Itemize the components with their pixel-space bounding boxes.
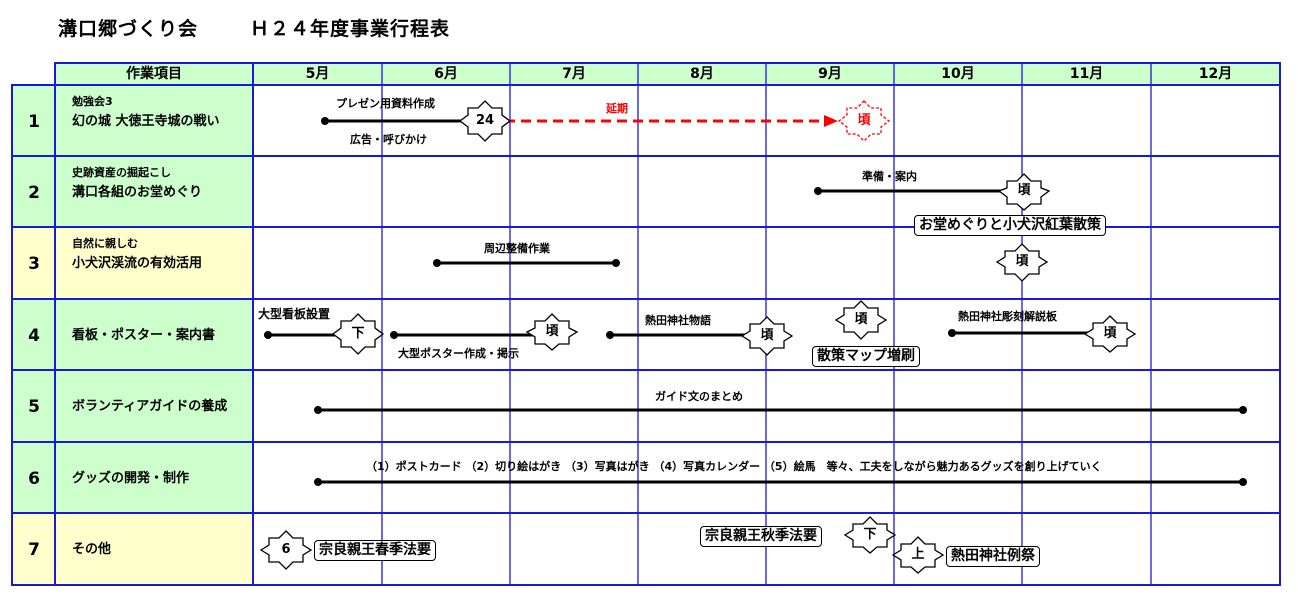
event-box-reisai: 熱田神社例祭 — [946, 546, 1040, 567]
label-oogata-kanban: 大型看板設置 — [258, 307, 331, 321]
badge-koro-row4c: 頃 — [854, 312, 868, 327]
badge-shape-6 — [259, 530, 313, 570]
label-goods: （1）ポストカード （2）切り絵はがき （3）写真はがき （4）写真カレンダー … — [366, 460, 1102, 473]
badge-shape-koro-r4c — [834, 300, 888, 340]
event-box-sansaku: 散策マップ増刷 — [812, 346, 920, 367]
task-3-line2: 小犬沢渓流の有効活用 — [72, 256, 203, 271]
badge-shape-24 — [458, 100, 512, 142]
header-month-8: 8月 — [690, 66, 714, 82]
badge-koro-row4b: 頃 — [760, 328, 774, 343]
task-7-label: その他 — [72, 542, 112, 557]
header-month-7: 7月 — [562, 66, 586, 82]
event-box-shuki: 宗良親王秋季法要 — [700, 526, 822, 547]
num-fill-7 — [12, 513, 55, 585]
row-number-6: 6 — [28, 469, 40, 489]
org-title: 溝口郷づくり会 — [58, 18, 199, 40]
row-number-4: 4 — [28, 326, 40, 346]
task-4-label: 看板・ポスター・案内書 — [72, 328, 216, 343]
row-number-7: 7 — [28, 540, 40, 560]
badge-6: 6 — [281, 542, 291, 557]
badge-shape-koro-r4d — [1083, 315, 1137, 353]
schedule-title: Ｈ２４年度事業行程表 — [250, 18, 451, 40]
row-number-1: 1 — [28, 112, 40, 132]
badge-shapes — [259, 100, 1137, 574]
schedule-bars — [268, 119, 1243, 484]
task-fill-1 — [55, 85, 253, 156]
row-number-5: 5 — [28, 397, 40, 417]
badge-koro-row4a: 頃 — [545, 324, 559, 339]
badge-shape-koro-r4a — [525, 313, 579, 351]
label-koukoku: 広告・呼びかけ — [350, 133, 427, 146]
task-3-line1: 自然に親しむ — [72, 237, 138, 250]
badge-shimo-row7: 下 — [863, 527, 877, 542]
label-junbi: 準備・案内 — [862, 170, 917, 183]
grid-lines — [11, 62, 1281, 586]
task-5-label: ボランティアガイドの養成 — [72, 399, 228, 414]
header-month-11: 11月 — [1069, 66, 1104, 82]
header-month-6: 6月 — [434, 66, 458, 82]
badge-kami: 上 — [911, 547, 925, 562]
badge-shape-kami — [891, 536, 945, 574]
task-fill-7 — [55, 513, 253, 585]
task-fill-5 — [55, 370, 253, 442]
badge-koro-row2: 頃 — [1017, 183, 1031, 198]
badge-shape-koro-r4b — [740, 316, 794, 356]
label-presen: プレゼン用資料作成 — [336, 97, 435, 110]
task-fill-3 — [55, 227, 253, 299]
task-6-label: グッズの開発・制作 — [72, 471, 190, 486]
badge-shape-shimo-r4 — [331, 313, 385, 355]
label-guide: ガイド文のまとめ — [655, 390, 743, 403]
numbers-fill — [12, 85, 55, 585]
task-2-line1: 史跡資産の掘起こし — [72, 166, 171, 179]
event-box-odou: お堂めぐりと小犬沢紅葉散策 — [914, 215, 1106, 236]
label-enki: 延期 — [606, 102, 628, 115]
row-number-2: 2 — [28, 183, 40, 203]
badge-shape-koro-r3 — [995, 243, 1049, 282]
badge-shape-shimo-r7 — [843, 516, 897, 554]
label-atsuta-choukoku: 熱田神社彫刻解説板 — [958, 310, 1057, 323]
delay-arrow — [505, 115, 838, 127]
header-fill — [55, 63, 1280, 85]
header-month-5: 5月 — [305, 66, 330, 82]
num-fill-3 — [12, 227, 55, 299]
badge-koro-row1: 頃 — [857, 113, 871, 128]
task-1-line1: 勉強会3 — [72, 95, 113, 108]
badge-koro-row3: 頃 — [1015, 254, 1029, 269]
header-task-column: 作業項目 — [126, 66, 182, 82]
label-atsuta-monogatari: 熱田神社物語 — [645, 314, 711, 327]
header-month-12: 12月 — [1198, 66, 1233, 82]
badge-shimo-row4: 下 — [351, 326, 365, 341]
task-1-line2: 幻の城 大徳王寺城の戦い — [72, 114, 220, 129]
badge-24: 24 — [475, 113, 495, 128]
bar-start-dots — [264, 117, 1247, 486]
header-month-10: 10月 — [941, 66, 975, 82]
event-box-shunki: 宗良親王春季法要 — [314, 540, 436, 561]
task-fill-4 — [55, 299, 253, 370]
row-number-3: 3 — [28, 254, 40, 274]
label-oogata-poster: 大型ポスター作成・掲示 — [398, 347, 519, 360]
header-month-9: 9月 — [818, 66, 842, 82]
badge-shape-koro-r1 — [837, 100, 891, 142]
label-shuhen: 周辺整備作業 — [484, 242, 550, 255]
task-2-line2: 溝口各組のお堂めぐり — [72, 185, 203, 200]
task-fill-6 — [55, 442, 253, 513]
task-fill-2 — [55, 156, 253, 227]
badge-koro-row4d: 頃 — [1103, 326, 1117, 341]
badge-shape-koro-r2 — [997, 173, 1051, 211]
